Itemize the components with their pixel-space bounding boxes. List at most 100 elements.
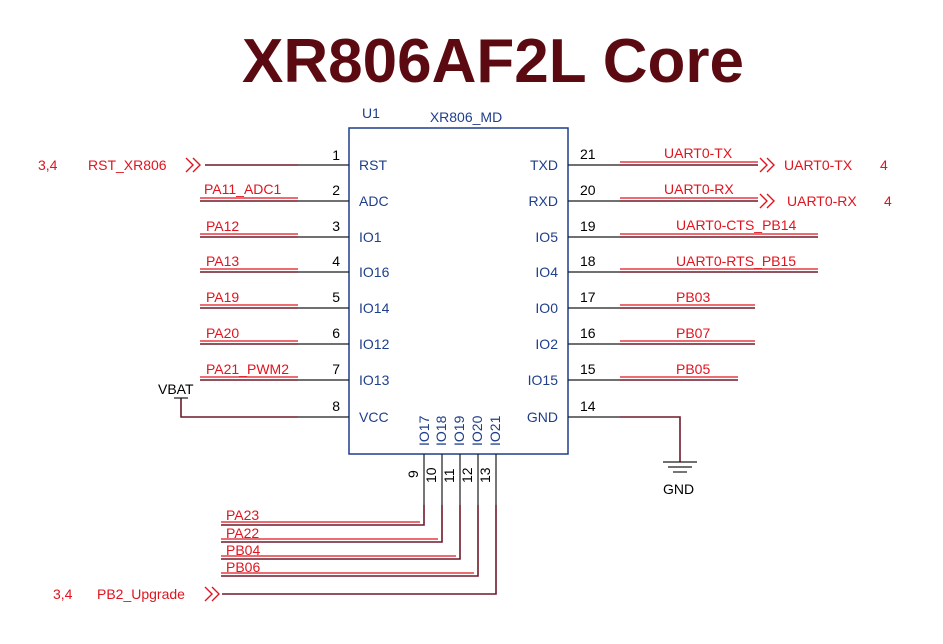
pin-number: 5 (332, 289, 340, 305)
pin-name: VCC (359, 409, 389, 425)
pin-name: TXD (530, 157, 558, 173)
offpage-ref: 3,4 (38, 157, 58, 173)
pin-number: 16 (580, 325, 596, 341)
net-label: PB07 (676, 325, 710, 341)
pin-number: 21 (580, 146, 596, 162)
pin-16-io2: 16 IO2 PB07 (535, 325, 755, 352)
pin-9-io17: 9 PA23 (221, 454, 425, 526)
pin-name: IO15 (528, 372, 559, 388)
port-arrow-icon (185, 157, 201, 173)
pin-name: IO16 (359, 264, 390, 280)
pin-name: IO4 (535, 264, 558, 280)
pin-number: 4 (332, 253, 340, 269)
net-label: UART0-TX (664, 145, 733, 161)
net-label: UART0-CTS_PB14 (676, 217, 797, 233)
pin-number: 10 (423, 467, 439, 483)
net-label: PB05 (676, 361, 710, 377)
pin-name: RXD (528, 193, 558, 209)
pin-number: 17 (580, 289, 596, 305)
pin-6-io12: 6 IO12 PA20 (200, 325, 390, 352)
offpage-ref: 4 (884, 193, 892, 209)
pin-2-adc: 2 ADC PA11_ADC1 (200, 181, 389, 209)
pin-3-io1: 3 IO1 PA12 (200, 218, 382, 245)
net-label: PA21_PWM2 (206, 361, 289, 377)
pin-number: 3 (332, 218, 340, 234)
pin-name: IO2 (535, 336, 558, 352)
pin-name: RST (359, 157, 387, 173)
pin-name: IO0 (535, 300, 558, 316)
pin-number: 15 (580, 361, 596, 377)
pin-8-vcc: 8 VCC VBAT (158, 381, 389, 425)
pin-name: IO5 (535, 229, 558, 245)
pin-number: 2 (332, 182, 340, 198)
net-label: PB03 (676, 289, 710, 305)
pin-name: IO1 (359, 229, 382, 245)
pin-name: IO20 (469, 415, 485, 446)
net-label: RST_XR806 (88, 157, 167, 173)
pin-15-io15: 15 IO15 PB05 (528, 361, 738, 388)
net-label: PA22 (226, 525, 259, 541)
pin-name: IO17 (416, 415, 432, 446)
pin-18-io4: 18 IO4 UART0-RTS_PB15 (535, 253, 818, 280)
net-label: PA19 (206, 289, 239, 305)
pin-number: 19 (580, 218, 596, 234)
pin-number: 9 (405, 470, 421, 478)
pin-1-rst: 1 RST 3,4 RST_XR806 (38, 147, 387, 173)
pin-13-io21: 13 3,4 PB2_Upgrade (53, 454, 497, 602)
pin-name: IO14 (359, 300, 390, 316)
pin-7-io13: 7 IO13 PA21_PWM2 (200, 361, 390, 388)
net-label: UART0-RX (664, 181, 734, 197)
pin-10-io18: 10 PA22 (221, 454, 443, 543)
pin-number: 8 (332, 398, 340, 414)
pin-number: 12 (459, 467, 475, 483)
component-part: XR806_MD (430, 109, 502, 125)
pin-5-io14: 5 IO14 PA19 (200, 289, 390, 316)
net-label: PB04 (226, 542, 260, 558)
pin-number: 20 (580, 182, 596, 198)
net-label: PB06 (226, 559, 260, 575)
component-body (348, 127, 569, 455)
port-label: UART0-TX (784, 157, 853, 173)
net-label: PA23 (226, 507, 259, 523)
pin-number: 6 (332, 325, 340, 341)
diagram-title: XR806AF2L Core (242, 27, 744, 96)
net-label: PA11_ADC1 (204, 181, 282, 197)
pin-name: IO18 (433, 415, 449, 446)
pin-name: IO19 (451, 415, 467, 446)
port-arrow-icon (759, 193, 775, 209)
pin-12-io20: 12 PB06 (221, 454, 479, 577)
pin-19-io5: 19 IO5 UART0-CTS_PB14 (535, 217, 818, 245)
pin-21-txd: 21 TXD UART0-TX UART0-TX 4 (530, 145, 888, 173)
pin-17-io0: 17 IO0 PB03 (535, 289, 755, 316)
pin-number: 18 (580, 253, 596, 269)
net-label: PA20 (206, 325, 239, 341)
power-label-vbat: VBAT (158, 381, 194, 397)
pin-name: IO12 (359, 336, 390, 352)
offpage-ref: 4 (880, 157, 888, 173)
pin-number: 14 (580, 398, 596, 414)
ground-icon (663, 461, 697, 473)
pin-name: IO21 (487, 415, 503, 446)
pin-name: GND (527, 409, 558, 425)
pin-number: 7 (332, 361, 340, 377)
offpage-ref: 3,4 (53, 586, 73, 602)
power-label-gnd: GND (663, 481, 694, 497)
pin-name: ADC (359, 193, 389, 209)
net-label: PB2_Upgrade (97, 586, 185, 602)
net-label: UART0-RTS_PB15 (676, 253, 796, 269)
port-label: UART0-RX (787, 193, 857, 209)
port-arrow-icon (759, 157, 775, 173)
pin-11-io19: 11 PB04 (221, 454, 461, 560)
pin-20-rxd: 20 RXD UART0-RX UART0-RX 4 (528, 181, 892, 209)
pin-number: 13 (477, 467, 493, 483)
pin-number: 11 (441, 468, 457, 483)
port-arrow-icon (204, 586, 220, 602)
pin-14-gnd: 14 GND GND (527, 398, 697, 497)
pin-number: 1 (332, 147, 340, 163)
pin-name: IO13 (359, 372, 390, 388)
component-refdes: U1 (362, 105, 380, 121)
net-label: PA13 (206, 253, 239, 269)
pin-4-io16: 4 IO16 PA13 (200, 253, 390, 280)
net-label: PA12 (206, 218, 239, 234)
